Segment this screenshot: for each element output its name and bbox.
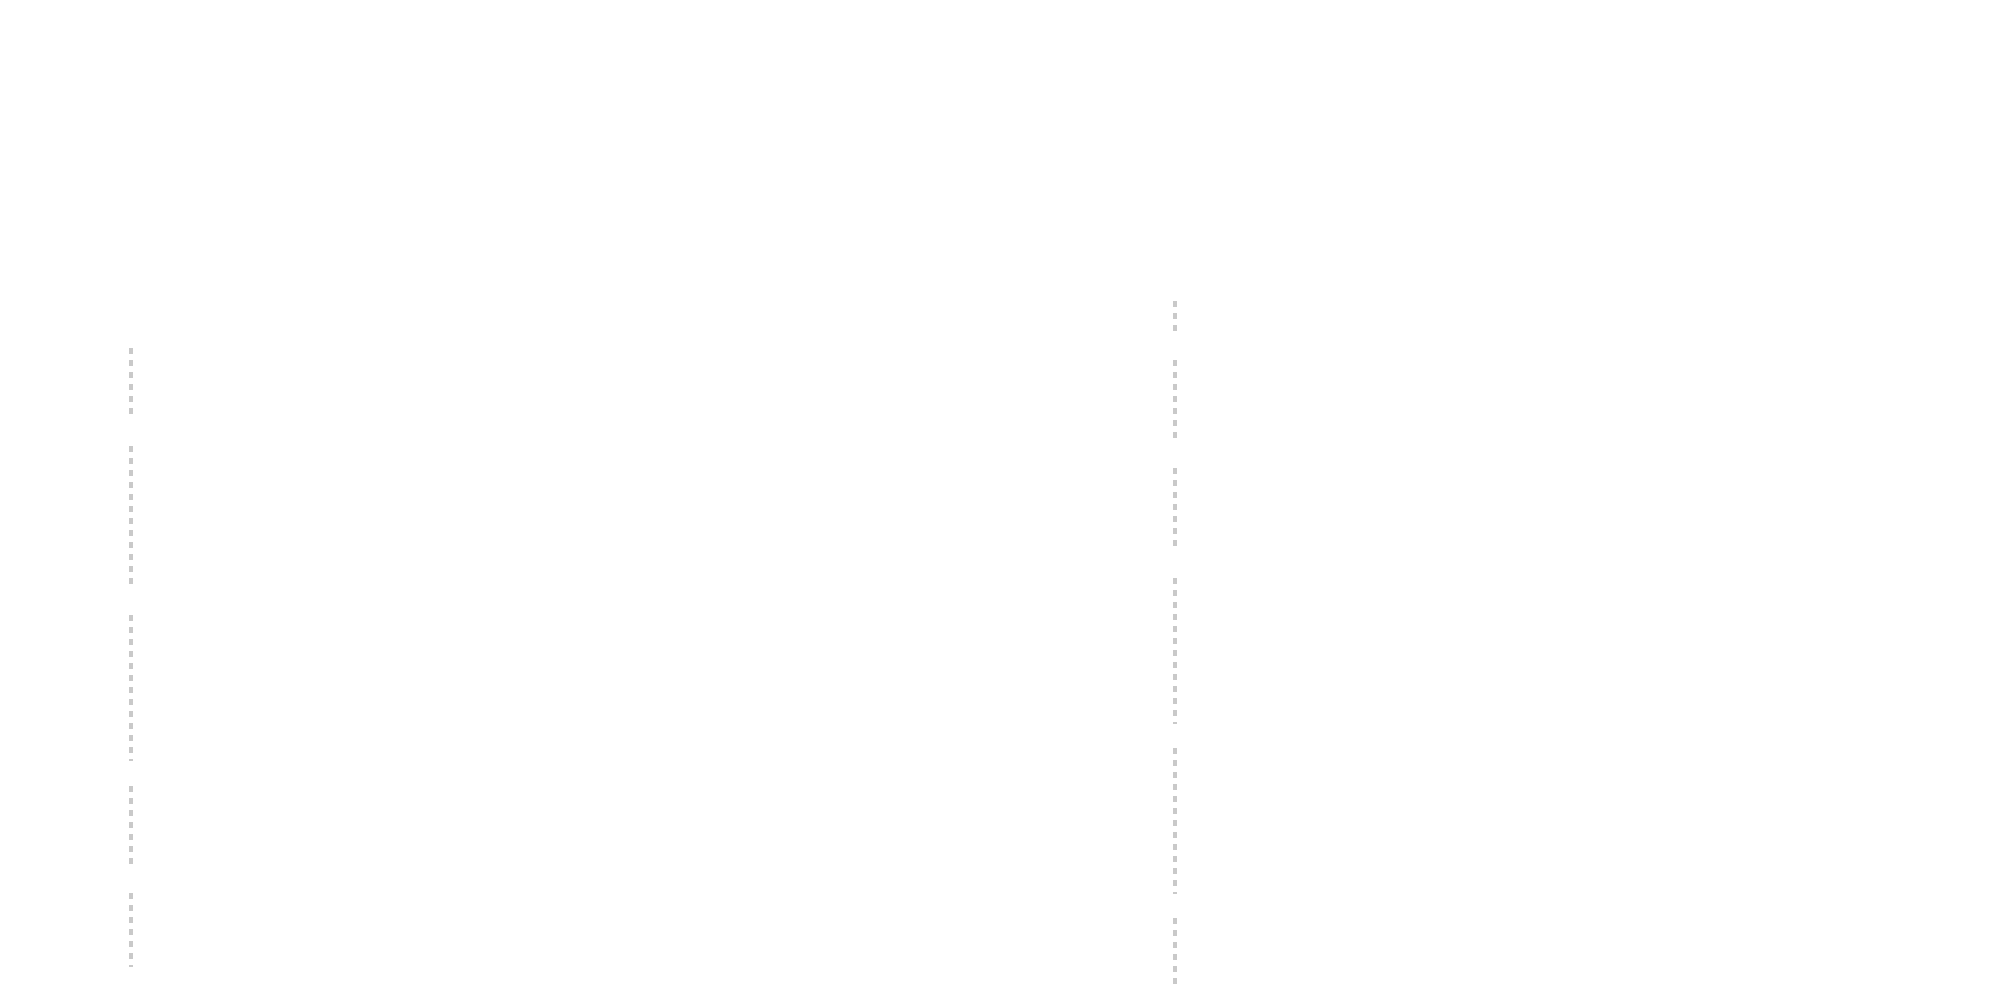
right-placeholder-segment-6 <box>1173 918 1177 988</box>
right-loading-column <box>1173 0 1179 988</box>
right-placeholder-segment-3 <box>1173 468 1177 548</box>
left-placeholder-segment-3 <box>129 615 133 761</box>
left-placeholder-segment-5 <box>129 893 133 967</box>
right-placeholder-segment-4 <box>1173 578 1177 724</box>
right-placeholder-segment-5 <box>1173 748 1177 894</box>
right-placeholder-segment-2 <box>1173 360 1177 440</box>
left-placeholder-segment-4 <box>129 786 133 870</box>
left-loading-column <box>129 0 135 988</box>
left-placeholder-segment-1 <box>129 348 133 416</box>
right-placeholder-segment-1 <box>1173 301 1177 333</box>
left-placeholder-segment-2 <box>129 446 133 586</box>
